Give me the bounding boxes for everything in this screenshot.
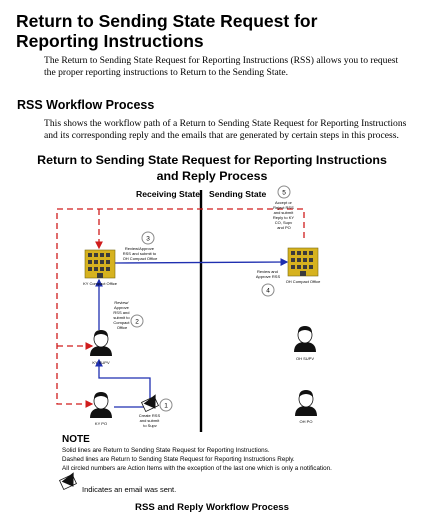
step-4-number: 4	[266, 288, 270, 295]
diagram-title-line1: Return to Sending State Request for Repo…	[37, 153, 387, 167]
sending-state-header: Sending State	[209, 189, 267, 199]
page-title: Return to Sending State Request for Repo…	[16, 11, 318, 51]
step-3-number: 3	[146, 236, 150, 243]
diagram-title-line2: and Reply Process	[156, 169, 268, 183]
figure-caption: RSS and Reply Workflow Process	[135, 502, 289, 513]
oh-compact-office-icon	[287, 247, 319, 277]
ky-compact-office-label: KY Compact Office	[83, 281, 118, 286]
step-4-text: Review and Approve RSS	[256, 269, 281, 279]
step-1-text: Create RSS and submit to Supv	[139, 413, 161, 428]
ky-po-label: KY PO	[95, 421, 107, 426]
note-line-1: Solid lines are Return to Sending State …	[62, 447, 270, 454]
step-5-text: Accept or Reject RSS and submit Reply to…	[273, 200, 295, 230]
section-paragraph: This shows the workflow path of a Return…	[44, 118, 407, 141]
oh-po-icon	[294, 389, 318, 417]
oh-supv-icon	[293, 325, 317, 353]
note-heading: NOTE	[62, 434, 90, 445]
oh-compact-office-label: OH Compact Office	[286, 279, 321, 284]
step-5-circle	[277, 185, 291, 199]
step-2-number: 2	[135, 319, 139, 326]
legend-email-icon	[59, 471, 78, 490]
ky-compact-office-icon	[84, 249, 116, 279]
ky-supv-icon	[89, 329, 113, 357]
step-3-circle	[141, 231, 155, 245]
ky-po-icon	[89, 391, 113, 419]
note-line-2: Dashed lines are Return to Sending State…	[62, 456, 295, 463]
step-3-text: Review/Approve RSS and submit to OH Comp…	[123, 246, 158, 261]
step-2-text: Review/ Approve RSS and submit to Compac…	[113, 300, 130, 330]
step-4-circle	[261, 283, 275, 297]
reply-line-top	[56, 208, 305, 408]
receiving-state-header: Receiving State	[136, 189, 200, 199]
step-1-number: 1	[164, 403, 168, 410]
oh-supv-label: OH SUPV	[296, 356, 314, 361]
step-2-circle	[130, 314, 144, 328]
request-line-ky-to-oh-office	[114, 258, 289, 266]
oh-po-label: OH PO	[300, 419, 313, 424]
ky-supv-label: KY SUPV	[92, 360, 110, 365]
legend-text: Indicates an email was sent.	[82, 485, 177, 494]
step-5-number: 5	[282, 190, 286, 197]
request-line-po-to-supv	[95, 358, 151, 408]
step-1-circle	[159, 398, 173, 412]
section-heading: RSS Workflow Process	[17, 98, 155, 112]
intro-paragraph: The Return to Sending State Request for …	[44, 55, 399, 78]
note-line-3: All circled numbers are Action Items wit…	[62, 465, 332, 472]
